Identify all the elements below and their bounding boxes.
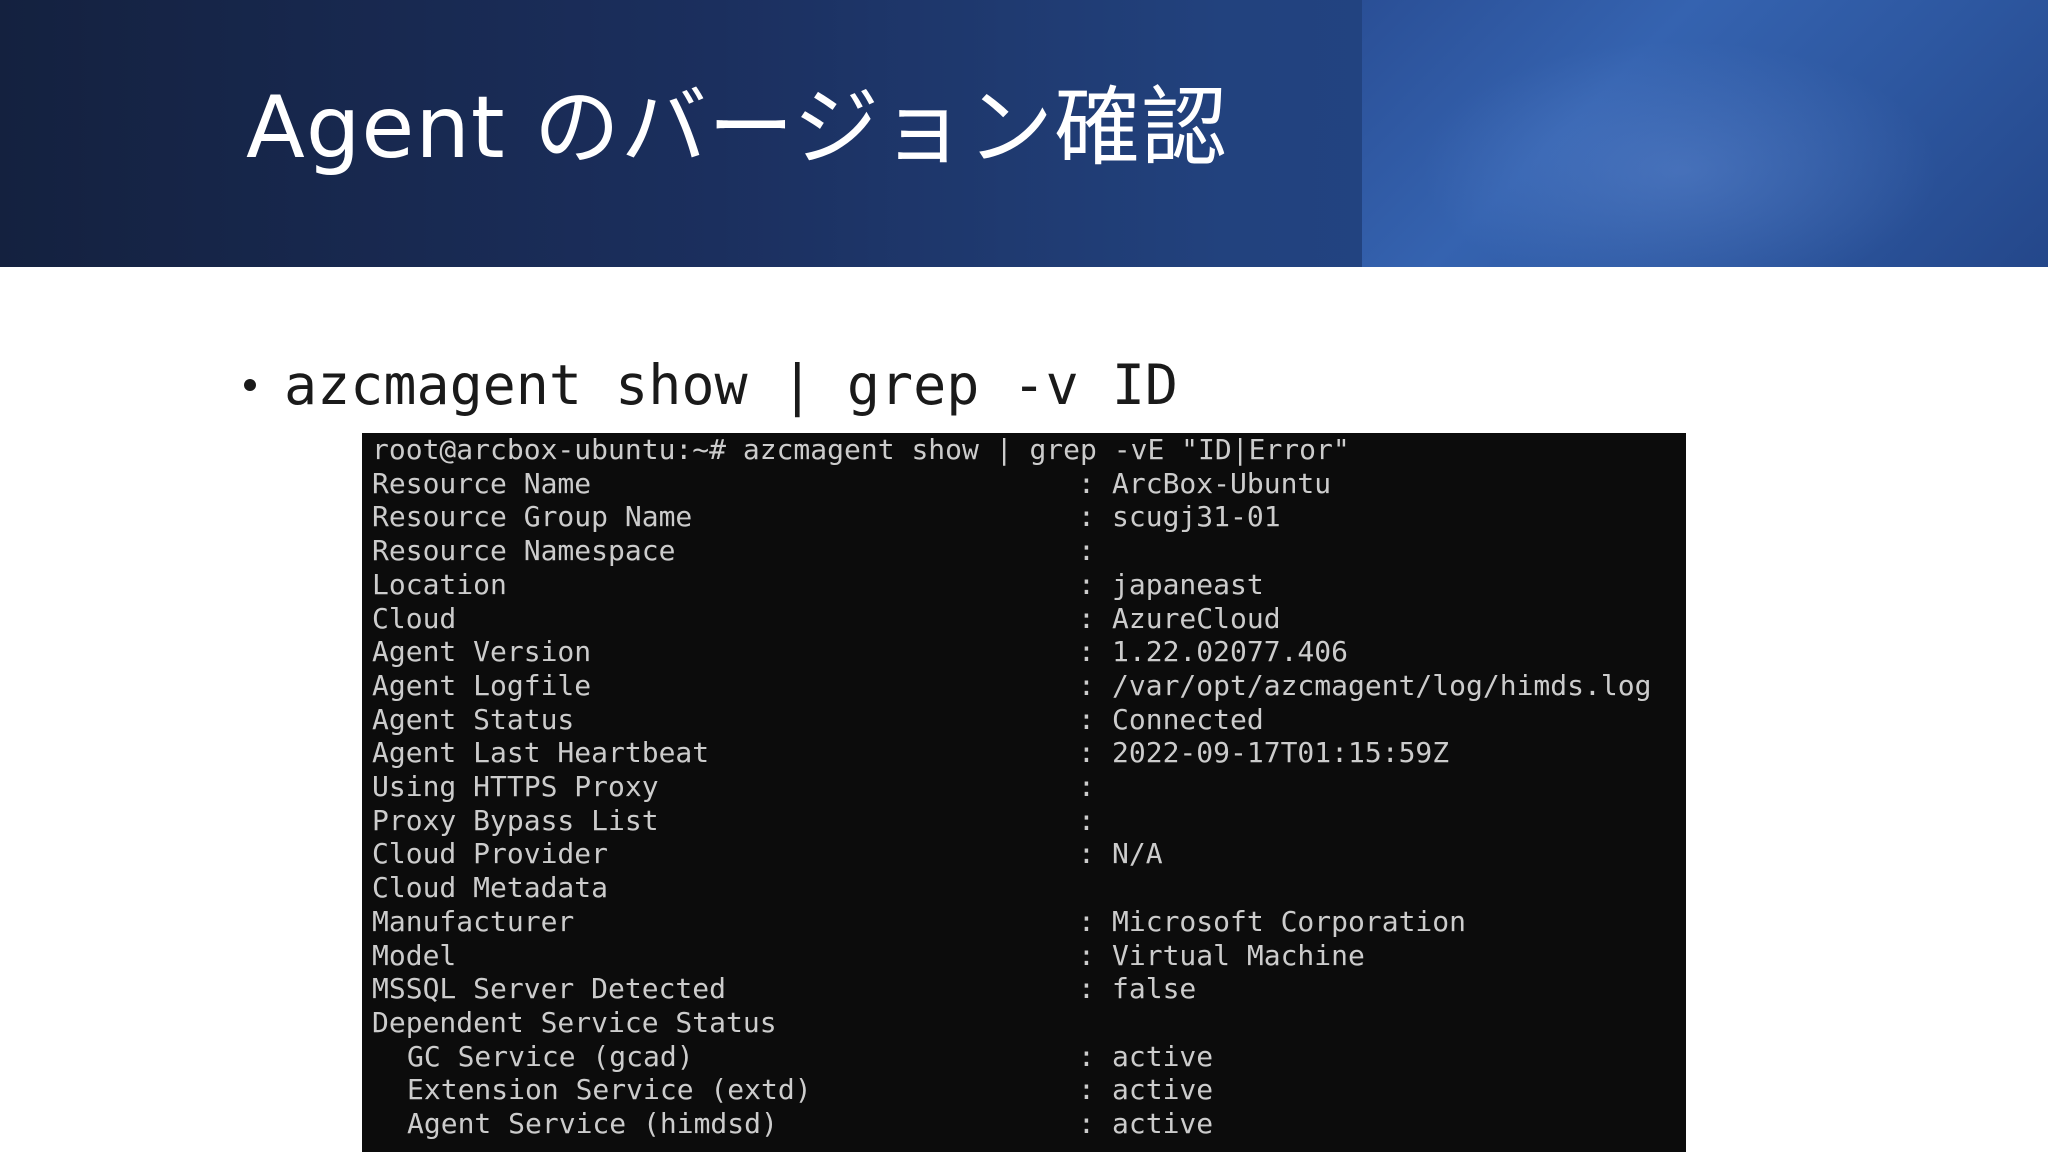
terminal-output-key: Cloud <box>372 602 457 635</box>
terminal-output-row: Agent Last Heartbeat:2022-09-17T01:15:59… <box>362 736 1686 770</box>
terminal-output-row: Agent Version:1.22.02077.406 <box>362 635 1686 669</box>
terminal-output-row: Proxy Bypass List: <box>362 804 1686 838</box>
terminal-output-value: active <box>1112 1040 1214 1073</box>
terminal-output-separator: : <box>1078 534 1095 567</box>
terminal-output-value: 2022-09-17T01:15:59Z <box>1112 736 1450 769</box>
terminal-output-key: Resource Namespace <box>372 534 676 567</box>
terminal-output-separator: : <box>1078 669 1095 702</box>
terminal-output-key: Using HTTPS Proxy <box>372 770 659 803</box>
terminal-output-value: active <box>1112 1107 1214 1140</box>
terminal-output-value: 1.22.02077.406 <box>1112 635 1349 668</box>
terminal-output-key: Resource Group Name <box>372 500 693 533</box>
terminal-output-separator: : <box>1078 1040 1095 1073</box>
terminal-output-separator: : <box>1078 736 1095 769</box>
terminal-output-separator: : <box>1078 905 1095 938</box>
slide-title: Agent のバージョン確認 <box>246 78 1229 178</box>
terminal-output-row: Extension Service (extd): active <box>362 1073 1686 1107</box>
bullet-command-text: azcmagent show | grep -v ID <box>284 353 1179 417</box>
terminal-output-row: GC Service (gcad): active <box>362 1040 1686 1074</box>
terminal-output-key: Agent Logfile <box>372 669 592 702</box>
terminal-output-key: Cloud Metadata <box>372 871 609 904</box>
bullet-item: azcmagent show | grep -v ID <box>244 350 1178 420</box>
terminal-output-key: Agent Last Heartbeat <box>372 736 710 769</box>
terminal-output-separator: : <box>1078 500 1095 533</box>
terminal-output-key: GC Service (gcad) <box>407 1040 694 1073</box>
terminal-output-value: Connected <box>1112 703 1264 736</box>
terminal-output-value: false <box>1112 972 1197 1005</box>
terminal-output-key: Agent Version <box>372 635 592 668</box>
terminal-output-row: Location: japaneast <box>362 568 1686 602</box>
terminal-output-separator: : <box>1078 568 1095 601</box>
terminal-output-separator: : <box>1078 602 1095 635</box>
terminal-output-key: Agent Service (himdsd) <box>407 1107 778 1140</box>
terminal-output-key: Resource Name <box>372 467 592 500</box>
terminal-output-row: Cloud Metadata <box>362 871 1686 905</box>
terminal-output-row: Cloud: AzureCloud <box>362 602 1686 636</box>
terminal-output-row: Resource Namespace: <box>362 534 1686 568</box>
terminal-output-row: Agent Status: Connected <box>362 703 1686 737</box>
terminal-output-row: MSSQL Server Detected: false <box>362 972 1686 1006</box>
terminal-output-value: ArcBox-Ubuntu <box>1112 467 1332 500</box>
terminal-output-value: Microsoft Corporation <box>1112 905 1467 938</box>
terminal-output-separator: : <box>1078 635 1095 668</box>
terminal-output-row: Resource Group Name: scugj31-01 <box>362 500 1686 534</box>
terminal-output-value: Virtual Machine <box>1112 939 1365 972</box>
terminal-output-value: active <box>1112 1073 1214 1106</box>
terminal-output-row: Manufacturer: Microsoft Corporation <box>362 905 1686 939</box>
terminal-output-value: AzureCloud <box>1112 602 1281 635</box>
terminal-output-separator: : <box>1078 703 1095 736</box>
terminal-output-separator: : <box>1078 770 1095 803</box>
terminal-output-separator: : <box>1078 804 1095 837</box>
terminal-output-row: Model: Virtual Machine <box>362 939 1686 973</box>
terminal-output-row: Dependent Service Status <box>362 1006 1686 1040</box>
terminal-output-separator: : <box>1078 837 1095 870</box>
terminal-output-key: MSSQL Server Detected <box>372 972 727 1005</box>
terminal-output-key: Extension Service (extd) <box>407 1073 812 1106</box>
header-glow <box>1420 40 1940 267</box>
terminal-output-row: Cloud Provider: N/A <box>362 837 1686 871</box>
terminal-output-separator: : <box>1078 1073 1095 1106</box>
terminal-output-separator: : <box>1078 467 1095 500</box>
slide-header-banner: Agent のバージョン確認 <box>0 0 2048 267</box>
terminal-prompt-line: root@arcbox-ubuntu:~# azcmagent show | g… <box>372 433 1350 466</box>
terminal-output-separator: : <box>1078 972 1095 1005</box>
terminal-output-value: scugj31-01 <box>1112 500 1281 533</box>
terminal-output-row: Using HTTPS Proxy: <box>362 770 1686 804</box>
terminal-output-key: Cloud Provider <box>372 837 609 870</box>
terminal-output-row: Resource Name: ArcBox-Ubuntu <box>362 467 1686 501</box>
terminal-output-value: japaneast <box>1112 568 1264 601</box>
terminal-output-separator: : <box>1078 939 1095 972</box>
terminal-screenshot: root@arcbox-ubuntu:~# azcmagent show | g… <box>362 433 1686 1152</box>
terminal-output-key: Manufacturer <box>372 905 575 938</box>
header-accent-panel <box>1362 0 2048 267</box>
terminal-output-key: Dependent Service Status <box>372 1006 777 1039</box>
terminal-output-value: /var/opt/azcmagent/log/himds.log <box>1112 669 1652 702</box>
bullet-dot-icon <box>244 379 256 391</box>
terminal-output-row: Agent Logfile: /var/opt/azcmagent/log/him… <box>362 669 1686 703</box>
terminal-output-key: Proxy Bypass List <box>372 804 659 837</box>
terminal-output-key: Agent Status <box>372 703 575 736</box>
terminal-output-row: Agent Service (himdsd): active <box>362 1107 1686 1141</box>
terminal-output-separator: : <box>1078 1107 1095 1140</box>
terminal-output-key: Model <box>372 939 457 972</box>
terminal-output-value: N/A <box>1112 837 1163 870</box>
terminal-output-key: Location <box>372 568 507 601</box>
